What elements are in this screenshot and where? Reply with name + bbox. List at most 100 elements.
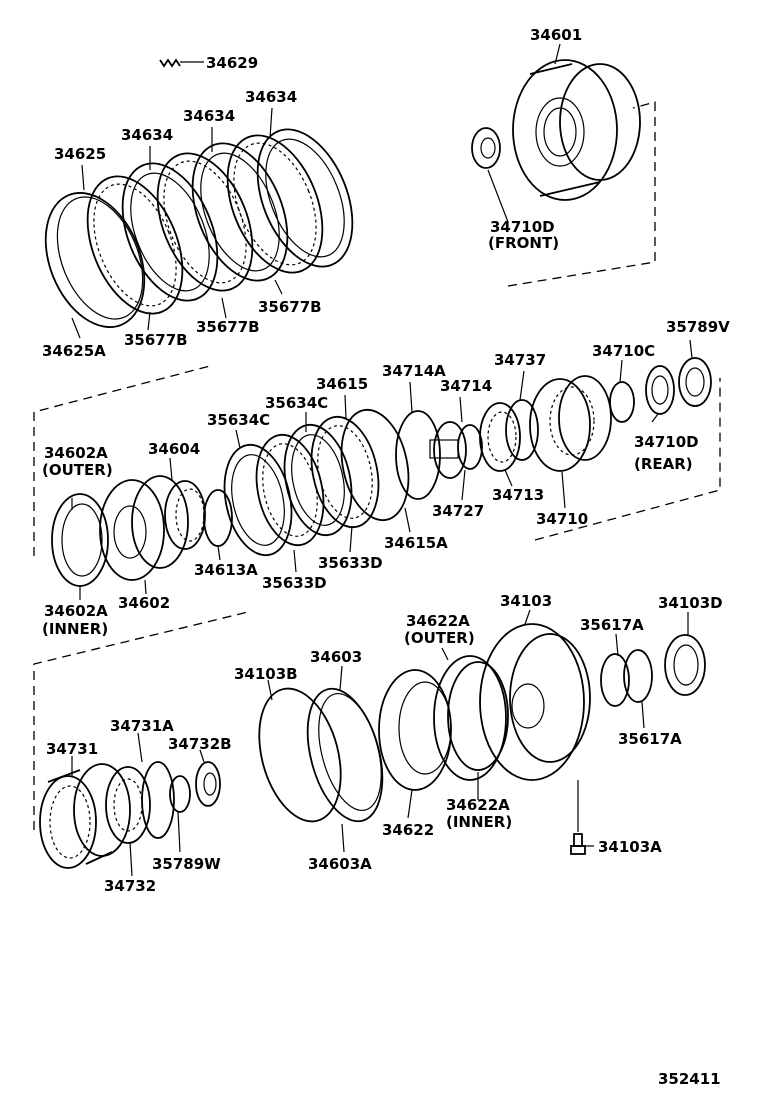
part-34710d-rear-bearing bbox=[645, 365, 675, 415]
label-34601: 34601 bbox=[530, 26, 582, 44]
label-34625a: 34625A bbox=[42, 342, 106, 360]
label-34622: 34622 bbox=[382, 821, 434, 839]
label-front: (FRONT) bbox=[488, 234, 559, 252]
label-35789v: 35789V bbox=[666, 318, 730, 336]
part-34603-band bbox=[306, 687, 384, 823]
diagram-id: 352411 bbox=[658, 1070, 721, 1088]
part-34103a-bolt bbox=[573, 833, 583, 847]
label-34602a-outer: 34602A bbox=[44, 444, 108, 462]
label-35617a-b: 35617A bbox=[618, 730, 682, 748]
middle-assembly bbox=[51, 357, 712, 587]
label-35633d-b: 35633D bbox=[262, 574, 327, 592]
part-34601-drum bbox=[512, 59, 618, 201]
label-35677b-c: 35677B bbox=[124, 331, 188, 349]
label-34622a-inner: 34622A bbox=[446, 796, 510, 814]
part-34727-bearing bbox=[457, 424, 483, 470]
part-34634-disc-2 bbox=[191, 142, 289, 282]
part-34604-oneway-clutch bbox=[164, 480, 206, 550]
part-34710-planetary bbox=[529, 378, 591, 472]
part-35634c-plate-1 bbox=[223, 443, 293, 557]
part-35634c-plate-2 bbox=[283, 423, 353, 537]
label-34103a: 34103A bbox=[598, 838, 662, 856]
part-35633d-disc-2 bbox=[310, 415, 380, 529]
label-34710: 34710 bbox=[536, 510, 588, 528]
label-34714: 34714 bbox=[440, 377, 492, 395]
part-35789v-washer bbox=[678, 357, 712, 407]
label-35789w: 35789W bbox=[152, 855, 221, 873]
part-34731-drum bbox=[39, 775, 97, 869]
label-outer-1: (OUTER) bbox=[42, 461, 113, 479]
part-34629-spring bbox=[159, 58, 181, 68]
part-34732b-bearing bbox=[195, 761, 221, 807]
part-34737-race bbox=[505, 399, 539, 461]
part-labels: 34601 34629 34634 34634 34634 34625 3471… bbox=[42, 26, 730, 1088]
part-34615-plate bbox=[340, 408, 410, 522]
label-34732b: 34732B bbox=[168, 735, 232, 753]
label-34713: 34713 bbox=[492, 486, 544, 504]
part-34602a-washer bbox=[51, 493, 109, 587]
part-34103b-band bbox=[258, 687, 342, 823]
part-34634-disc-1 bbox=[121, 162, 219, 302]
label-inner-1: (INNER) bbox=[42, 620, 108, 638]
part-34613a-snap-ring bbox=[203, 489, 233, 547]
part-34731a-snap-ring bbox=[141, 761, 175, 839]
label-35634c-a: 35634C bbox=[265, 394, 328, 412]
label-35617a-a: 35617A bbox=[580, 616, 644, 634]
part-34713-ring bbox=[479, 402, 521, 472]
label-34615a: 34615A bbox=[384, 534, 448, 552]
part-35789w-washer bbox=[169, 775, 191, 813]
label-34603: 34603 bbox=[310, 648, 362, 666]
label-34604: 34604 bbox=[148, 440, 200, 458]
label-35633d-a: 35633D bbox=[318, 554, 383, 572]
part-35617a-ring-2 bbox=[623, 649, 653, 703]
label-34629: 34629 bbox=[206, 54, 258, 72]
label-outer-2: (OUTER) bbox=[404, 629, 475, 647]
label-34714a: 34714A bbox=[382, 362, 446, 380]
part-34103-case bbox=[479, 623, 585, 781]
label-34625: 34625 bbox=[54, 145, 106, 163]
part-34622a-outer-seal bbox=[433, 655, 507, 781]
label-34634-a: 34634 bbox=[245, 88, 297, 106]
label-34603a: 34603A bbox=[308, 855, 372, 873]
label-34103d: 34103D bbox=[658, 594, 723, 612]
label-34615: 34615 bbox=[316, 375, 368, 393]
leader-lines bbox=[71, 43, 693, 877]
part-34714-gear bbox=[433, 421, 467, 479]
label-34737: 34737 bbox=[494, 351, 546, 369]
label-34731a: 34731A bbox=[110, 717, 174, 735]
label-34727: 34727 bbox=[432, 502, 484, 520]
label-34710d-rear: 34710D bbox=[634, 433, 699, 451]
label-34731: 34731 bbox=[46, 740, 98, 758]
label-34710c: 34710C bbox=[592, 342, 655, 360]
label-34103b: 34103B bbox=[234, 665, 298, 683]
label-34732: 34732 bbox=[104, 877, 156, 895]
label-35634c-b: 35634C bbox=[207, 411, 270, 429]
label-34634-c: 34634 bbox=[121, 126, 173, 144]
label-34602: 34602 bbox=[118, 594, 170, 612]
label-rear: (REAR) bbox=[634, 455, 693, 473]
dashed-group-lines bbox=[33, 101, 721, 830]
part-34622a-inner-seal bbox=[447, 661, 509, 771]
part-35677b-plate-3 bbox=[226, 134, 324, 274]
part-34625-snap-ring bbox=[44, 192, 146, 328]
label-34602a-inner: 34602A bbox=[44, 602, 108, 620]
part-35617a-ring-1 bbox=[600, 653, 630, 707]
clutch-pack-upper bbox=[44, 58, 354, 328]
part-34602-hub bbox=[99, 479, 165, 581]
part-34622-piston bbox=[378, 669, 452, 791]
label-34103: 34103 bbox=[500, 592, 552, 610]
part-34634-disc-3 bbox=[256, 128, 354, 268]
label-35677b-a: 35677B bbox=[258, 298, 322, 316]
part-34103d-washer bbox=[664, 634, 706, 696]
label-34634-b: 34634 bbox=[183, 107, 235, 125]
part-35677b-plate-2 bbox=[156, 152, 254, 292]
part-34732-gear bbox=[105, 766, 151, 844]
label-34613a: 34613A bbox=[194, 561, 258, 579]
part-34710c-washer bbox=[609, 381, 635, 423]
label-34622a-outer: 34622A bbox=[406, 612, 470, 630]
label-inner-2: (INNER) bbox=[446, 813, 512, 831]
label-34710d-front: 34710D bbox=[490, 218, 555, 236]
drum-34601-group bbox=[471, 59, 641, 201]
label-35677b-b: 35677B bbox=[196, 318, 260, 336]
